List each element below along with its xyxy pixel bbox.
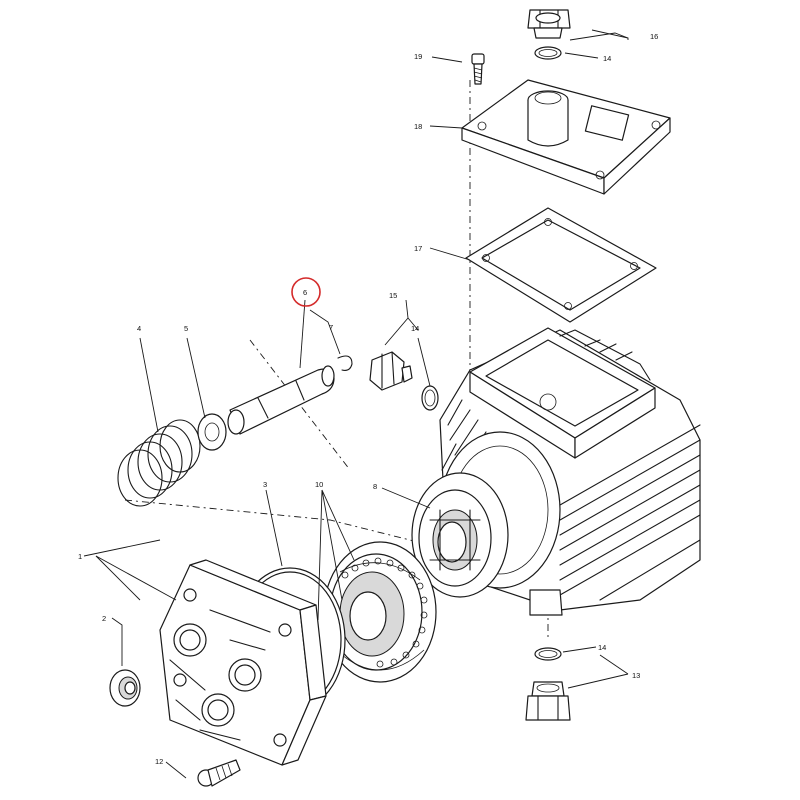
cover-plate <box>461 79 671 195</box>
axis-line-shaft <box>124 499 431 546</box>
axis-line-spring <box>249 339 351 471</box>
callout-17: 17 <box>414 244 422 253</box>
callout-19: 19 <box>414 52 422 61</box>
callout-16: 16 <box>650 32 658 41</box>
callout-18: 18 <box>414 122 422 131</box>
callout-15: 15 <box>389 291 397 300</box>
seal-ring <box>109 669 141 707</box>
callout-10: 10 <box>315 480 323 489</box>
callout-14-bottom: 14 <box>598 643 606 652</box>
callout-1: 1 <box>78 552 82 561</box>
o-ring-bottom <box>534 647 562 661</box>
callout-14-side: 14 <box>411 324 419 333</box>
callout-4: 4 <box>137 324 141 333</box>
plug-bottom <box>525 681 571 721</box>
cover-gasket <box>465 207 657 323</box>
o-ring-top <box>534 46 562 60</box>
piston <box>227 365 335 435</box>
spring-washer <box>197 413 227 451</box>
callout-13: 13 <box>632 671 640 680</box>
circlip <box>337 355 353 371</box>
front-head <box>159 559 327 766</box>
callout-8: 8 <box>373 482 377 491</box>
callout-14-top: 14 <box>603 54 611 63</box>
cap-screw-bottom <box>197 759 241 787</box>
bearing-sleeve <box>411 472 509 598</box>
callout-3: 3 <box>263 480 267 489</box>
highlight-circle <box>291 277 321 307</box>
plug-side <box>369 351 413 391</box>
swash-plate-assembly <box>305 541 437 683</box>
compression-spring <box>117 419 201 507</box>
callout-6: 6 <box>303 288 307 297</box>
callout-7: 7 <box>329 323 333 332</box>
cap-screw-top <box>471 53 485 85</box>
callout-2: 2 <box>102 614 106 623</box>
callout-labels: 16 14 19 18 17 15 14 6 7 4 5 3 10 8 1 2 … <box>78 32 658 766</box>
callout-5: 5 <box>184 324 188 333</box>
callout-12: 12 <box>155 757 163 766</box>
leader-lines <box>83 29 629 779</box>
plug-top <box>527 9 571 39</box>
